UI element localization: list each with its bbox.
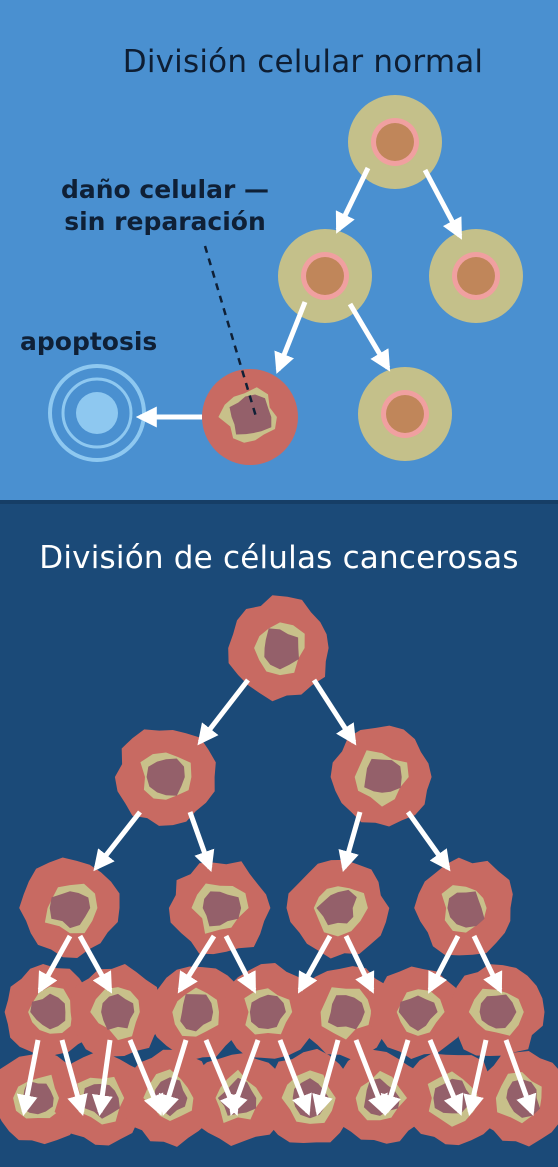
normal-cell (429, 229, 523, 323)
arrow (427, 934, 461, 994)
arrow (223, 934, 257, 994)
arrow (297, 934, 333, 994)
damaged-cell (202, 369, 298, 465)
arrow (158, 1039, 189, 1117)
arrow (335, 166, 371, 234)
arrow (227, 1039, 261, 1116)
cancer-cell (286, 859, 390, 959)
arrow (91, 1039, 113, 1117)
damage-label: daño celular — sin reparación (30, 174, 300, 238)
arrow (463, 1039, 489, 1117)
arrow (503, 1039, 537, 1116)
arrow (187, 811, 215, 872)
cancer-cell (330, 725, 432, 827)
cancer-cell (114, 729, 216, 826)
arrow (338, 811, 363, 873)
damage-label-line2: sin reparación (64, 207, 266, 236)
apoptosis-label: apoptosis (20, 327, 158, 356)
cancer-cell (168, 861, 271, 955)
panel-divider (0, 500, 558, 504)
arrow (277, 1039, 312, 1116)
cancer-cell (448, 964, 545, 1056)
cancer-cell (414, 857, 513, 956)
apoptotic-cell (48, 364, 146, 462)
arrow (127, 1039, 164, 1116)
arrow (77, 934, 113, 994)
arrow (427, 1039, 464, 1116)
arrow (343, 934, 375, 994)
arrow (380, 1039, 411, 1117)
cancer-cell (19, 857, 120, 958)
arrow (311, 678, 357, 746)
arrow (274, 301, 308, 374)
cancer-cell (70, 964, 163, 1057)
cancer-cell (4, 964, 97, 1060)
arrow (312, 1039, 341, 1117)
arrow (93, 810, 142, 872)
arrow (37, 934, 73, 994)
arrow (353, 1039, 388, 1116)
arrow (422, 168, 463, 240)
arrow (177, 934, 217, 994)
arrow (347, 302, 391, 372)
normal-cell (358, 367, 452, 461)
damage-label-line1: daño celular — (60, 175, 270, 204)
normal-cell (278, 229, 372, 323)
damage-pointer-line (203, 245, 259, 421)
cancer-division-title: División de células cancerosas (39, 540, 519, 576)
arrow (16, 1039, 41, 1117)
normal-cell (348, 95, 442, 189)
arrow (59, 1039, 88, 1117)
arrow (405, 810, 451, 872)
cancer-cell (228, 595, 329, 702)
arrow (197, 678, 250, 746)
normal-division-title: División celular normal (122, 44, 484, 80)
cancer-cell (0, 1050, 85, 1145)
cancer-cell (150, 966, 243, 1061)
arrow (471, 934, 503, 994)
